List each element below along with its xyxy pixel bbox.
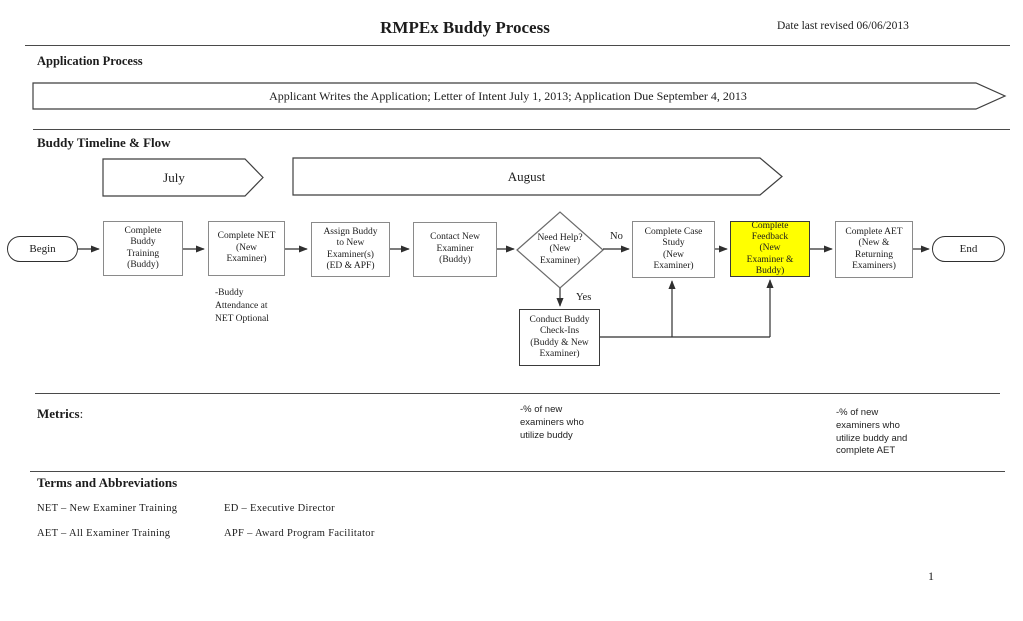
metrics-heading-text: Metrics bbox=[37, 406, 80, 421]
metrics-heading: Metrics: bbox=[37, 406, 83, 422]
metrics-divider bbox=[35, 393, 1000, 394]
header-divider bbox=[25, 45, 1010, 46]
flow-step-complete-buddy-training: Complete Buddy Training (Buddy) bbox=[103, 221, 183, 276]
flow-step-complete-aet: Complete AET (New & Returning Examiners) bbox=[835, 221, 913, 278]
term-apf: APF – Award Program Facilitator bbox=[224, 528, 375, 539]
timeline-july-arrow bbox=[102, 158, 264, 197]
metrics-heading-colon: : bbox=[79, 406, 84, 421]
flow-step-contact-new-examiner: Contact New Examiner (Buddy) bbox=[413, 222, 497, 277]
decision-need-help-label: Need Help? (New Examiner) bbox=[537, 232, 583, 266]
metric-note-utilize-buddy: -% of new examiners who utilize buddy bbox=[520, 404, 584, 441]
application-divider bbox=[33, 129, 1010, 130]
revision-date: Date last revised 06/06/2013 bbox=[777, 20, 909, 32]
timeline-august-arrow bbox=[292, 157, 783, 196]
flow-step-assign-buddy: Assign Buddy to New Examiner(s) (ED & AP… bbox=[311, 222, 390, 277]
flow-step-complete-case-study: Complete Case Study (New Examiner) bbox=[632, 221, 715, 278]
term-net: NET – New Examiner Training bbox=[37, 503, 178, 514]
term-aet: AET – All Examiner Training bbox=[37, 528, 171, 539]
flow-step-conduct-buddy-checkins: Conduct Buddy Check-Ins (Buddy & New Exa… bbox=[519, 309, 600, 366]
metric-note-utilize-buddy-aet: -% of new examiners who utilize buddy an… bbox=[836, 407, 908, 457]
flow-end-terminator: End bbox=[932, 236, 1005, 262]
timeline-heading: Buddy Timeline & Flow bbox=[37, 135, 171, 150]
term-ed: ED – Executive Director bbox=[224, 503, 335, 514]
page-title: RMPEx Buddy Process bbox=[380, 18, 550, 37]
decision-diamond-shape bbox=[516, 211, 604, 289]
net-optional-note: -Buddy Attendance at NET Optional bbox=[215, 288, 269, 324]
flow-step-complete-feedback-highlighted: Complete Feedback (New Examiner & Buddy) bbox=[730, 221, 810, 277]
decision-no-label: No bbox=[610, 231, 623, 242]
decision-yes-label: Yes bbox=[576, 292, 592, 303]
flow-begin-terminator: Begin bbox=[7, 236, 78, 262]
page-number: 1 bbox=[928, 569, 934, 583]
terms-divider bbox=[30, 471, 1005, 472]
application-banner-text: Applicant Writes the Application; Letter… bbox=[269, 89, 747, 103]
month-label-august: August bbox=[507, 169, 546, 184]
application-process-heading: Application Process bbox=[37, 54, 143, 68]
month-label-july: July bbox=[163, 170, 185, 185]
flow-step-complete-net: Complete NET (New Examiner) bbox=[208, 221, 285, 276]
terms-heading: Terms and Abbreviations bbox=[37, 475, 178, 490]
application-banner-shape bbox=[32, 82, 1007, 110]
